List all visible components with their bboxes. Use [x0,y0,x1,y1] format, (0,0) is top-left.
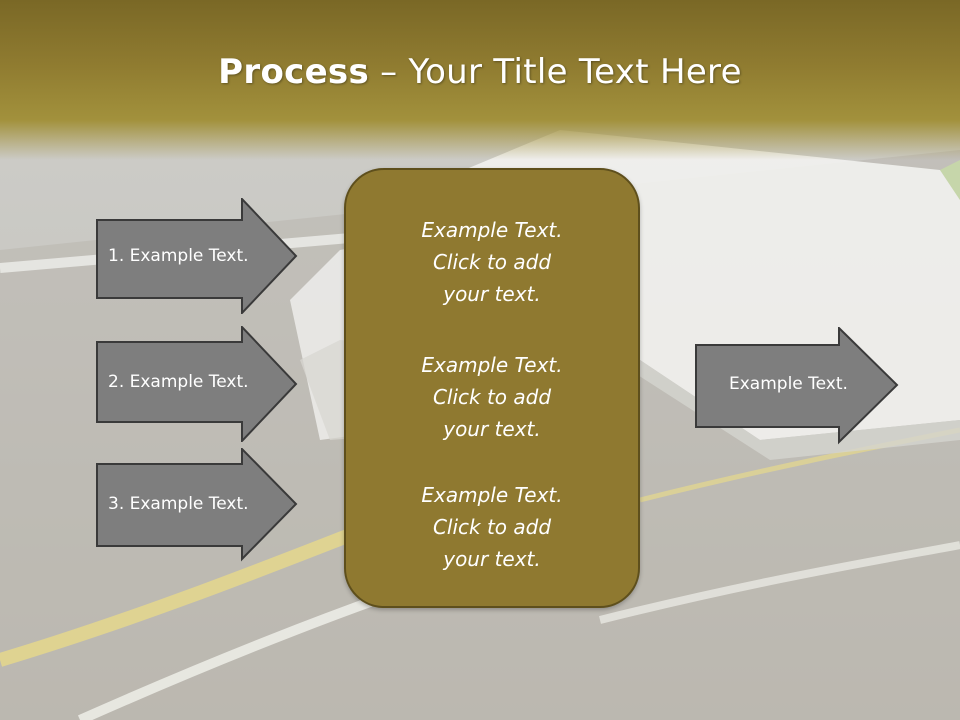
slide-title[interactable]: Process – Your Title Text Here [0,52,960,92]
arrow-shape-icon [96,326,298,442]
center-text-block-3: Example Text. Click to add your text. [346,479,638,575]
left-arrow-3[interactable]: 3. Example Text. [96,448,298,564]
center-text-line: Example Text. [421,353,563,377]
center-text-box[interactable]: Example Text. Click to add your text. Ex… [344,168,640,608]
center-text-line: your text. [443,547,541,571]
title-band [0,0,960,160]
center-text-line: Example Text. [421,483,563,507]
left-arrow-label-3: 3. Example Text. [108,494,249,514]
left-arrow-2[interactable]: 2. Example Text. [96,326,298,442]
arrow-shape-icon [695,327,899,445]
center-text-block-1: Example Text. Click to add your text. [346,214,638,310]
center-text-line: Click to add [432,515,552,539]
title-rest: – Your Title Text Here [369,52,742,92]
arrow-shape-icon [96,198,298,314]
left-arrow-1[interactable]: 1. Example Text. [96,198,298,314]
center-text-line: Example Text. [421,218,563,242]
center-text-line: your text. [443,417,541,441]
center-text-line: Click to add [432,250,552,274]
right-arrow-label: Example Text. [729,374,848,394]
left-arrow-label-2: 2. Example Text. [108,372,249,392]
arrow-shape-icon [96,448,298,562]
center-text-line: your text. [443,282,541,306]
center-text-line: Click to add [432,385,552,409]
right-arrow[interactable]: Example Text. [695,327,899,445]
center-text-block-2: Example Text. Click to add your text. [346,349,638,445]
title-bold: Process [218,52,370,92]
left-arrow-label-1: 1. Example Text. [108,246,249,266]
